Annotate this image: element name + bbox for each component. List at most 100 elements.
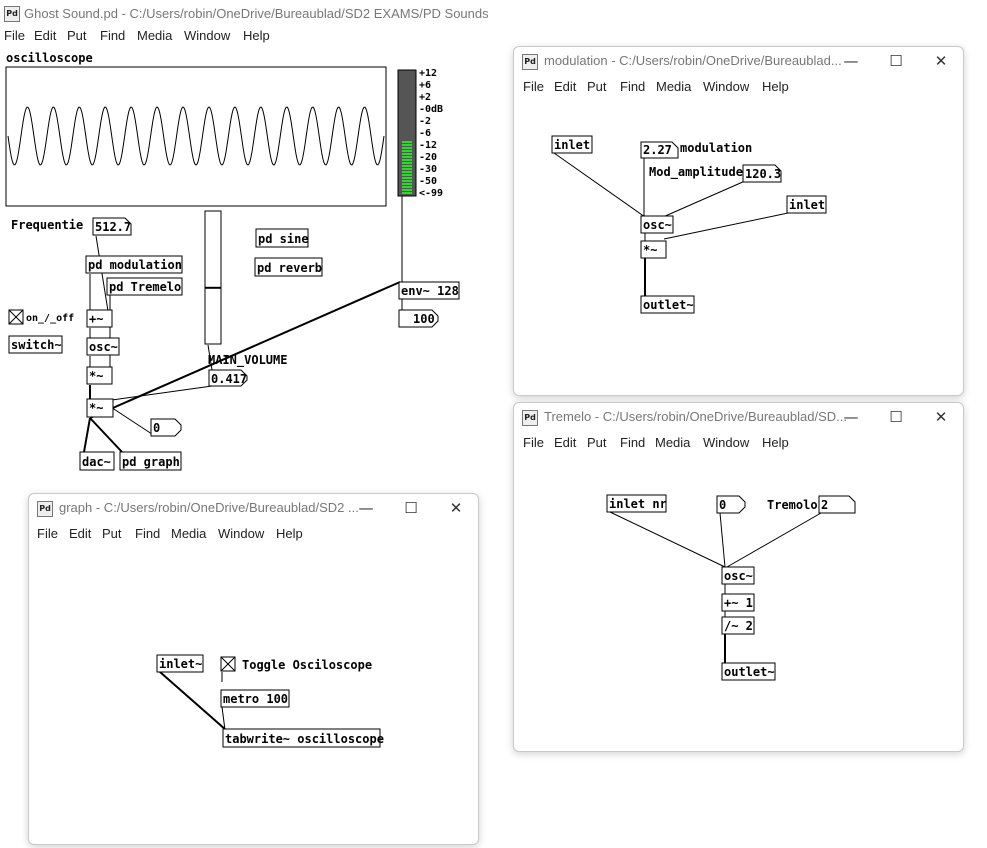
frequency-number-box[interactable] xyxy=(92,217,132,236)
oscilloscope-graph[interactable] xyxy=(5,66,387,207)
vu-bar-segment xyxy=(402,156,412,158)
metro-object[interactable] xyxy=(220,689,290,708)
menu-put[interactable]: Put xyxy=(587,79,607,94)
vu-meter xyxy=(397,69,417,197)
menu-find[interactable]: Find xyxy=(620,435,646,450)
menu-put[interactable]: Put xyxy=(67,28,87,43)
vu-label: -50 xyxy=(419,176,437,187)
modulation-number-box[interactable] xyxy=(640,141,679,159)
osc-object[interactable] xyxy=(721,566,755,585)
multiply-text-2: *~ xyxy=(89,401,103,415)
menu-window[interactable]: Window xyxy=(184,28,231,43)
multiply-object-2[interactable] xyxy=(86,398,114,418)
menu-media[interactable]: Media xyxy=(656,79,692,94)
menu-media[interactable]: Media xyxy=(137,28,173,43)
multiply-object[interactable] xyxy=(640,240,667,259)
menu-help[interactable]: Help xyxy=(243,28,270,43)
vu-label: +12 xyxy=(419,68,437,79)
vu-bar-segment xyxy=(402,159,412,161)
menu-help[interactable]: Help xyxy=(762,435,789,450)
pd-sine-object[interactable] xyxy=(255,228,309,248)
menu-find[interactable]: Find xyxy=(620,79,646,94)
inlet-nr-text: inlet nr xyxy=(609,497,667,511)
menu-window[interactable]: Window xyxy=(703,79,750,94)
menu-edit[interactable]: Edit xyxy=(554,79,577,94)
tremelo-titlebar[interactable]: Pd Tremelo - C:/Users/robin/OneDrive/Bur… xyxy=(514,403,963,431)
main-titlebar[interactable]: Pd Ghost Sound.pd - C:/Users/robin/OneDr… xyxy=(0,0,987,28)
frequentie-label: Frequentie xyxy=(11,218,83,232)
mod-amplitude-label: Mod_amplitude xyxy=(649,165,743,180)
close-icon[interactable]: ✕ xyxy=(934,52,948,70)
menu-media[interactable]: Media xyxy=(655,435,691,450)
vu-bar-segment xyxy=(402,162,412,164)
menu-window[interactable]: Window xyxy=(218,526,265,541)
menu-put[interactable]: Put xyxy=(587,435,607,450)
amplitude-number-box[interactable] xyxy=(742,164,782,183)
maximize-icon[interactable]: ☐ xyxy=(404,499,418,517)
tremolo-number-box[interactable] xyxy=(818,495,856,514)
vu-bar-segment xyxy=(402,168,412,170)
close-icon[interactable]: ✕ xyxy=(934,408,948,426)
hundred-number-box[interactable] xyxy=(398,309,439,328)
close-icon[interactable]: ✕ xyxy=(449,499,463,517)
pd-graph-object[interactable] xyxy=(119,451,182,471)
menu-find[interactable]: Find xyxy=(135,526,161,541)
menu-edit[interactable]: Edit xyxy=(34,28,57,43)
menu-help[interactable]: Help xyxy=(276,526,303,541)
vu-label: -20 xyxy=(419,152,437,163)
switch-object[interactable] xyxy=(8,335,63,354)
menu-media[interactable]: Media xyxy=(171,526,207,541)
zero-number-box[interactable] xyxy=(150,418,182,437)
env-object[interactable] xyxy=(398,281,460,300)
graph-titlebar[interactable]: Pd graph - C:/Users/robin/OneDrive/Burea… xyxy=(29,494,478,522)
volume-number-box[interactable] xyxy=(208,369,248,387)
osc-object[interactable] xyxy=(640,215,674,234)
metro-text: metro 100 xyxy=(223,692,288,706)
inlet-nr-object[interactable] xyxy=(606,494,667,513)
inlet-tilde-object[interactable] xyxy=(156,654,204,673)
menu-file[interactable]: File xyxy=(523,435,544,450)
pd-reverb-text: pd reverb xyxy=(257,261,322,275)
outlet-object[interactable] xyxy=(721,662,776,681)
outlet-object[interactable] xyxy=(640,295,695,314)
pd-tremelo-object[interactable] xyxy=(106,277,183,296)
menu-file[interactable]: File xyxy=(37,526,58,541)
vu-bar-segment xyxy=(402,189,412,191)
menu-file[interactable]: File xyxy=(4,28,25,43)
minimize-icon[interactable]: — xyxy=(358,499,374,517)
tabwrite-object[interactable] xyxy=(222,728,381,748)
modulation-titlebar[interactable]: Pd modulation - C:/Users/robin/OneDrive/… xyxy=(514,47,963,75)
menu-put[interactable]: Put xyxy=(102,526,122,541)
patch-cords xyxy=(159,671,227,731)
pd-reverb-object[interactable] xyxy=(254,257,323,277)
multiply-object-1[interactable] xyxy=(86,366,113,385)
osc-object[interactable] xyxy=(86,337,120,356)
minimize-icon[interactable]: — xyxy=(843,52,859,70)
vu-bar-segment xyxy=(402,180,412,182)
menu-edit[interactable]: Edit xyxy=(554,435,577,450)
menu-help[interactable]: Help xyxy=(762,79,789,94)
menu-file[interactable]: File xyxy=(523,79,544,94)
vu-label: -12 xyxy=(419,140,437,151)
zero-number-box[interactable] xyxy=(716,495,746,514)
maximize-icon[interactable]: ☐ xyxy=(889,408,903,426)
menu-edit[interactable]: Edit xyxy=(69,526,92,541)
modulation-window: Pd modulation - C:/Users/robin/OneDrive/… xyxy=(513,46,964,396)
menu-window[interactable]: Window xyxy=(703,435,750,450)
pd-modulation-object[interactable] xyxy=(85,255,183,274)
divide-two-object[interactable] xyxy=(721,616,755,635)
menu-find[interactable]: Find xyxy=(100,28,126,43)
plus-text: +~ xyxy=(89,312,103,326)
minimize-icon[interactable]: — xyxy=(843,408,859,426)
main-volume-slider[interactable] xyxy=(204,210,222,345)
inlet-object-2[interactable] xyxy=(786,195,827,214)
vu-label: +6 xyxy=(419,80,431,91)
plus-one-object[interactable] xyxy=(721,593,755,612)
maximize-icon[interactable]: ☐ xyxy=(889,52,903,70)
main-menubar: File Edit Put Find Media Window Help xyxy=(0,28,987,48)
multiply-text: *~ xyxy=(643,243,657,257)
pd-graph-text: pd graph xyxy=(122,455,180,469)
dac-object[interactable] xyxy=(79,451,115,471)
plus-tilde-object[interactable] xyxy=(86,309,113,328)
inlet-object-1[interactable] xyxy=(551,135,593,154)
